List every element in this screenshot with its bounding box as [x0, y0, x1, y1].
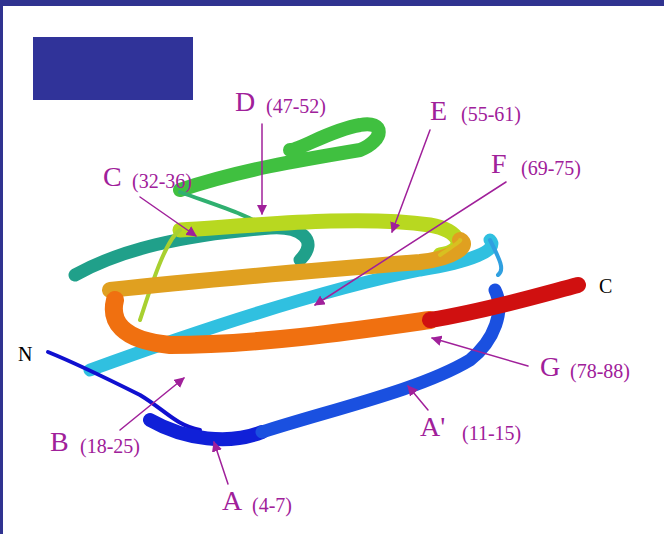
strand-letter: C — [103, 163, 122, 191]
strand-letter: B — [50, 428, 69, 456]
leader-line — [315, 182, 506, 305]
frame-left — [0, 0, 3, 534]
strand-letter: F — [491, 150, 507, 178]
strand-f — [110, 240, 463, 290]
leader-line — [140, 197, 196, 236]
strand-a — [150, 420, 262, 439]
strand-letter: G — [540, 353, 560, 381]
loop-ab — [490, 240, 501, 275]
strand-e-link — [140, 230, 180, 320]
residue-range: (11-15) — [462, 423, 521, 443]
residue-range: (18-25) — [80, 436, 140, 456]
leader-line — [432, 338, 528, 366]
strand-letter: A — [222, 487, 242, 515]
title-box — [33, 37, 193, 100]
leader-line — [120, 378, 184, 430]
leader-line — [214, 442, 228, 484]
strand-g-orange — [114, 300, 430, 345]
leader-line — [392, 130, 430, 232]
terminus-label: N — [18, 344, 32, 364]
residue-range: (55-61) — [461, 104, 521, 124]
leader-line — [408, 386, 428, 410]
strand-letter: A' — [420, 413, 445, 441]
residue-range: (47-52) — [266, 96, 326, 116]
strand-d — [180, 124, 379, 190]
n-terminus-coil — [48, 352, 200, 430]
residue-range: (69-75) — [521, 158, 581, 178]
residue-range: (78-88) — [570, 361, 630, 381]
residue-range: (4-7) — [252, 495, 292, 515]
frame-top — [0, 0, 664, 6]
terminus-label: C — [599, 276, 612, 296]
residue-range: (32-36) — [132, 171, 192, 191]
strand-g-red — [430, 285, 578, 320]
loop-ef — [440, 240, 460, 255]
strand-b — [90, 240, 492, 370]
strand-letter: D — [235, 88, 255, 116]
strand-letter: E — [430, 97, 447, 125]
leader-line — [261, 124, 263, 214]
strand-e — [180, 221, 458, 255]
